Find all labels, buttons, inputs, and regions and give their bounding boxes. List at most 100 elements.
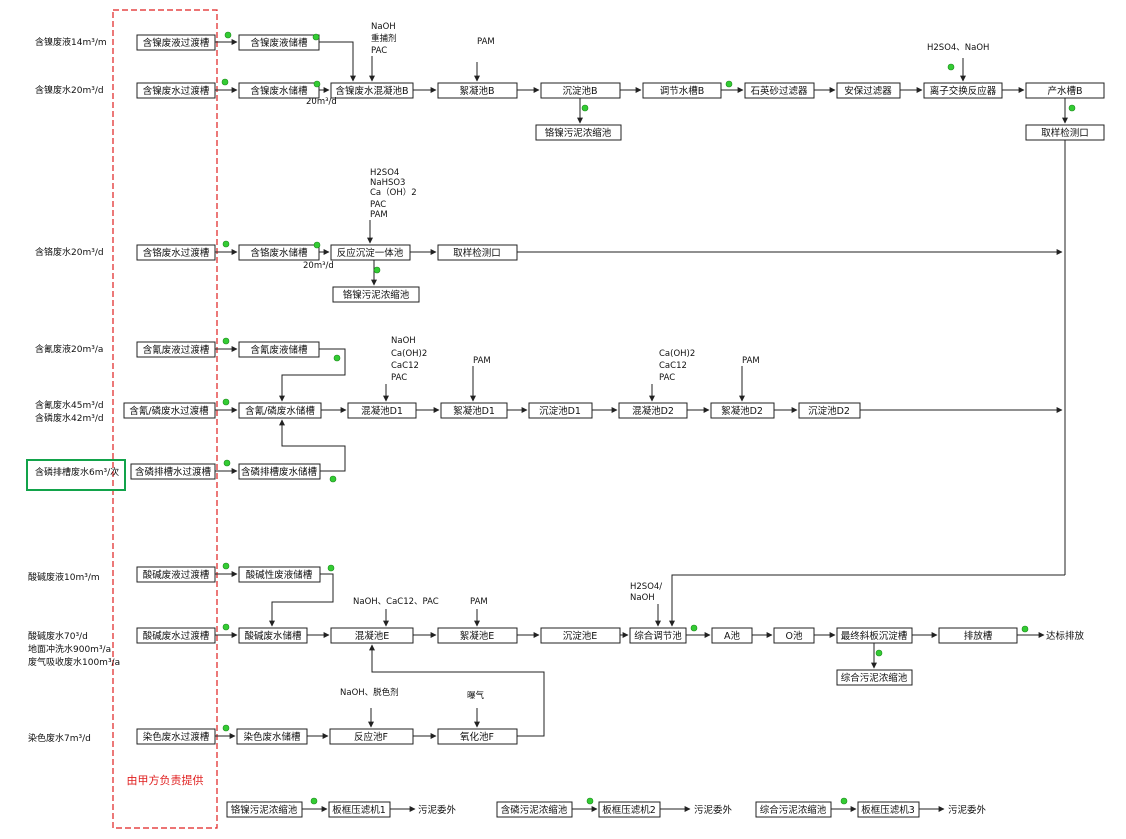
chem-cr-5: PAM xyxy=(370,210,388,220)
label-settle-b: 沉淀池B xyxy=(562,85,597,97)
label-adjust-b: 调节水槽B xyxy=(660,85,705,97)
label-acid-store: 酸碱废水储槽 xyxy=(244,630,302,642)
provided-by-label: 由甲方负责提供 xyxy=(127,773,204,787)
source-p-water: 含磷废水42m³/d xyxy=(35,412,104,424)
chem-e: NaOH、CaC12、PAC xyxy=(353,597,439,607)
label-floc-e: 絮凝池E xyxy=(460,630,495,642)
label-cn-liq-store: 含氰废液储槽 xyxy=(250,344,308,356)
label-acid-liq-tank: 酸碱废液过渡槽 xyxy=(143,569,210,581)
label-ni-liq-store: 含镍废液储槽 xyxy=(250,37,308,49)
source-acid-water: 酸碱废水70³/d xyxy=(28,630,88,642)
label-cr-sample: 取样检测口 xyxy=(453,247,501,259)
source-gas-absorb: 废气吸收废水100m³/a xyxy=(28,656,120,668)
label-o-pool: O池 xyxy=(786,630,803,642)
label-react-f: 反应池F xyxy=(354,731,388,743)
label-acid-liq-store: 酸碱性废液储槽 xyxy=(246,569,313,581)
label-ni-sludge: 铬镍污泥浓缩池 xyxy=(545,127,612,139)
chem-f: NaOH、脱色剂 xyxy=(340,687,399,698)
chem-pam-e: PAM xyxy=(470,597,488,607)
label-cnp-store: 含氰/磷废水储槽 xyxy=(245,405,315,417)
label-settle-e: 沉淀池E xyxy=(563,630,598,642)
highlight-box xyxy=(26,459,126,491)
source-floor-wash: 地面冲洗水900m³/a xyxy=(28,643,111,655)
label-cr-store: 含铬废水储槽 xyxy=(250,247,308,259)
chem-ni-2: 重捕剂 xyxy=(371,33,397,44)
label-sludge-out-1: 污泥委外 xyxy=(418,804,457,816)
chem-adjust-2: NaOH xyxy=(630,593,655,603)
label-settle-d1: 沉淀池D1 xyxy=(539,405,581,417)
label-floc-d2: 絮凝池D2 xyxy=(721,405,763,417)
label-sludge-2: 含磷污泥浓缩池 xyxy=(501,804,568,816)
source-ni-water: 含镍废水20m³/d xyxy=(35,84,104,96)
source-acid-liquid: 酸碱废液10m³/m xyxy=(28,571,100,583)
flow-cr: 20m³/d xyxy=(303,261,334,271)
label-cr-sludge: 铬镍污泥浓缩池 xyxy=(343,289,410,301)
label-sludge-out-2: 污泥委外 xyxy=(694,804,733,816)
label-cr-react: 反应沉淀一体池 xyxy=(337,247,404,259)
chem-d1-1: NaOH xyxy=(391,336,416,346)
label-sludge-1: 铬镍污泥浓缩池 xyxy=(231,804,298,816)
chem-cr-2: NaHSO3 xyxy=(370,178,405,188)
label-p-rinse-tank: 含磷排槽水过渡槽 xyxy=(135,466,212,478)
label-floc-d1: 絮凝池D1 xyxy=(453,405,495,417)
label-product-b: 产水槽B xyxy=(1047,85,1082,97)
source-cr-water: 含铬废水20m³/d xyxy=(35,246,104,258)
label-safety-filter: 安保过滤器 xyxy=(844,85,892,97)
source-ni-liquid: 含镍废液14m³/m xyxy=(35,36,107,48)
chem-d1-4: PAC xyxy=(391,373,407,383)
label-sludge-3: 综合污泥浓缩池 xyxy=(760,804,827,816)
label-press-1: 板框压滤机1 xyxy=(332,804,386,816)
box-ni-sludge xyxy=(535,124,622,141)
label-oxid-f: 氧化池F xyxy=(460,731,494,743)
chem-cr-3: Ca（OH）2 xyxy=(370,187,417,198)
chem-adjust-1: H2SO4/ xyxy=(630,582,662,592)
chem-d1-3: CaC12 xyxy=(391,361,419,371)
label-coag-d1: 混凝池D1 xyxy=(361,405,403,417)
box-combined-sludge xyxy=(836,669,913,686)
source-p-rinse: 含磷排槽废水6m³/次 xyxy=(35,466,119,478)
label-coag-e: 混凝池E xyxy=(355,630,390,642)
label-floc-b: 絮凝池B xyxy=(459,85,494,97)
source-cn-water: 含氰废水45m³/d xyxy=(35,399,104,411)
label-cn-liq-tank: 含氰废液过渡槽 xyxy=(143,344,210,356)
label-p-rinse-store: 含磷排槽废水储槽 xyxy=(241,466,318,478)
label-press-3: 板框压滤机3 xyxy=(861,804,915,816)
label-cr-tank: 含铬废水过渡槽 xyxy=(143,247,210,259)
label-ion-exchange: 离子交换反应器 xyxy=(930,85,997,97)
source-dye-water: 染色废水7m³/d xyxy=(28,732,91,744)
chem-pam-d1: PAM xyxy=(473,356,491,366)
label-combined-sludge: 综合污泥浓缩池 xyxy=(841,672,908,684)
label-cnp-tank: 含氰/磷废水过渡槽 xyxy=(129,405,209,417)
label-ni-coag: 含镍废水混凝池B xyxy=(335,85,408,97)
label-discharge-tank: 排放槽 xyxy=(964,630,993,642)
chem-d2-3: PAC xyxy=(659,373,675,383)
chem-ni-1: NaOH xyxy=(371,22,396,32)
chem-cr-1: H2SO4 xyxy=(370,168,399,178)
provided-by-region xyxy=(112,9,218,829)
label-coag-d2: 混凝池D2 xyxy=(632,405,674,417)
chem-cr-4: PAC xyxy=(370,200,386,210)
label-ni-wat-tank: 含镍废水过渡槽 xyxy=(143,85,210,97)
label-discharge: 达标排放 xyxy=(1046,630,1085,642)
label-sludge-out-3: 污泥委外 xyxy=(948,804,987,816)
label-ni-wat-store: 含镍废水储槽 xyxy=(250,85,308,97)
source-cn-liquid: 含氰废液20m³/a xyxy=(35,343,103,355)
chem-aeration: 曝气 xyxy=(467,690,485,701)
label-combined-adjust: 综合调节池 xyxy=(634,630,682,642)
chem-d2-2: CaC12 xyxy=(659,361,687,371)
label-dye-tank: 染色废水过渡槽 xyxy=(143,731,210,743)
chem-h2so4-naoh: H2SO4、NaOH xyxy=(927,43,989,53)
label-sand-filter: 石英砂过滤器 xyxy=(750,85,808,97)
label-a-pool: A池 xyxy=(724,630,740,642)
box-cr-sludge xyxy=(332,286,420,303)
label-settle-d2: 沉淀池D2 xyxy=(808,405,850,417)
chem-d2-1: Ca(OH)2 xyxy=(659,349,695,359)
label-acid-tank: 酸碱废水过渡槽 xyxy=(143,630,210,642)
chem-ni-3: PAC xyxy=(371,46,387,56)
label-sample-b: 取样检测口 xyxy=(1041,127,1089,139)
flow-ni: 20m³/d xyxy=(306,97,337,107)
chem-pam-b: PAM xyxy=(477,37,495,47)
label-final-settle: 最终斜板沉淀槽 xyxy=(841,630,908,642)
label-press-2: 板框压滤机2 xyxy=(602,804,656,816)
